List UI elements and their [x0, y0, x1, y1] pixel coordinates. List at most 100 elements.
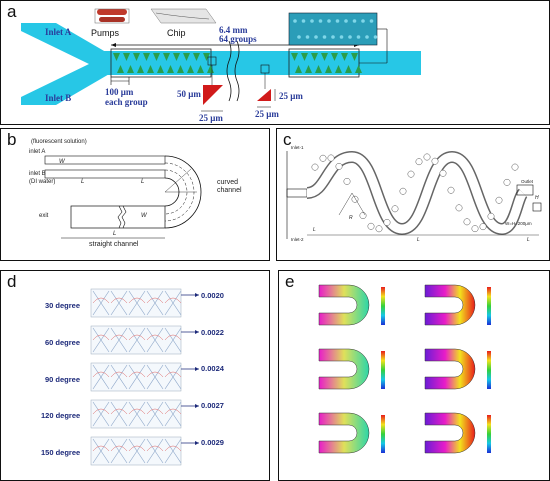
panel-a-label: a [7, 2, 17, 21]
channel-triangle [351, 53, 358, 61]
channel-obstacle [327, 154, 335, 162]
value-arrow-head [195, 293, 199, 297]
flow-line [128, 408, 146, 415]
flow-line [92, 297, 110, 304]
flow-line [164, 364, 182, 390]
value-arrow-head [195, 367, 199, 371]
flow-line [110, 334, 128, 341]
channel-obstacle [463, 218, 471, 226]
inlet-b-label-b: inlet B [29, 171, 46, 177]
flow-line [128, 364, 146, 390]
panel-b: b (fluorescent solution) inlet A inlet B… [0, 128, 270, 261]
channel-obstacle [423, 153, 431, 161]
channel-triangle [355, 65, 362, 73]
color-scale-bar [487, 287, 491, 325]
channel-triangle [133, 53, 140, 61]
flow-line [92, 290, 110, 316]
flow-line [164, 290, 182, 316]
channel-obstacle [503, 178, 511, 186]
color-scale-bar [487, 351, 491, 389]
row-value-2: 0.0024 [201, 364, 224, 373]
row-value-4: 0.0029 [201, 438, 224, 447]
channel-triangle [163, 53, 170, 61]
flow-line [110, 364, 128, 390]
channel-obstacle [511, 163, 519, 171]
panel-d-figure [90, 288, 199, 466]
flow-line [164, 438, 182, 464]
panel-e: e [278, 270, 550, 481]
flow-contour [424, 348, 476, 390]
l1-label: L [81, 179, 85, 185]
channel-triangle [123, 53, 130, 61]
panel-c: c Inlet-1 Inlet-2 Outlet W=H=200μm L L L… [276, 128, 550, 261]
flow-line [146, 290, 164, 316]
channel-obstacle [447, 186, 455, 194]
flow-pattern-box [90, 325, 182, 355]
zoom-dot [335, 19, 340, 23]
channel-triangle [311, 53, 318, 61]
flow-line [92, 438, 110, 464]
color-scale-bar [381, 415, 385, 453]
flow-line [146, 327, 164, 353]
zoom-dot [327, 19, 331, 23]
row-angle-1: 60 degree [45, 338, 81, 347]
panel-b-figure [44, 155, 202, 239]
value-arrow-head [195, 404, 199, 408]
channel-obstacle [343, 177, 351, 185]
panel-d: d 30 degree 60 degree 90 degree 120 degr… [0, 270, 270, 481]
channel-obstacle [359, 212, 367, 220]
zoom-dot [297, 35, 301, 39]
flow-line [110, 371, 128, 378]
l-m-label: L [417, 237, 420, 243]
panel-a: a Inlet A Inlet B Pumps Chip 6.4 mm 64 g… [0, 0, 550, 125]
groups-label: 64 groups [219, 34, 257, 44]
outlet-label: Outlet [521, 179, 534, 184]
channel-triangle [335, 65, 342, 73]
flow-line [110, 401, 128, 427]
channel-triangle [143, 53, 150, 61]
channel-obstacle [479, 223, 487, 231]
dim-25-label-b: 25 μm [279, 91, 303, 101]
channel-triangle [305, 65, 312, 73]
channel-obstacle [431, 157, 439, 165]
channel-obstacle [375, 225, 383, 233]
zoom-dot [373, 35, 378, 39]
flow-line [146, 364, 164, 390]
flow-line [146, 408, 164, 415]
flow-contour [318, 284, 370, 326]
channel-triangle [203, 53, 210, 61]
inlet2-label: Inlet-2 [291, 237, 304, 242]
fluorescent-label: (fluorescent solution) [31, 139, 87, 145]
flow-line [164, 334, 182, 341]
panel-a-figure [21, 8, 421, 112]
flow-line [146, 438, 164, 464]
channel-obstacle [471, 225, 479, 233]
inlet-a-label: Inlet A [45, 27, 72, 37]
channel-obstacle [319, 154, 327, 162]
panel-c-figure [286, 150, 542, 239]
w-c-label: W [59, 159, 65, 165]
flow-line [128, 401, 146, 427]
flow-line [164, 408, 182, 415]
zoom-dot [352, 19, 357, 23]
value-arrow-head [195, 441, 199, 445]
exit-label: exit [39, 213, 49, 219]
chip-label: Chip [167, 28, 186, 38]
channel-obstacle [391, 205, 399, 213]
zoom-dot [318, 19, 323, 23]
color-scale-bar [381, 351, 385, 389]
flow-line [110, 327, 128, 353]
ls-label: L [113, 231, 117, 237]
inlet1-label: Inlet-1 [291, 145, 304, 150]
flow-line [164, 371, 182, 378]
flow-line [128, 327, 146, 353]
dim-25-label-c: 25 μm [255, 109, 279, 119]
flow-contour [424, 284, 476, 326]
flow-line [164, 327, 182, 353]
zoom-dot [293, 19, 297, 23]
row-value-1: 0.0022 [201, 328, 224, 337]
color-scale-bar [487, 415, 491, 453]
channel-triangle [187, 65, 194, 73]
row-angle-2: 90 degree [45, 375, 81, 384]
zoom-dot [356, 35, 361, 39]
